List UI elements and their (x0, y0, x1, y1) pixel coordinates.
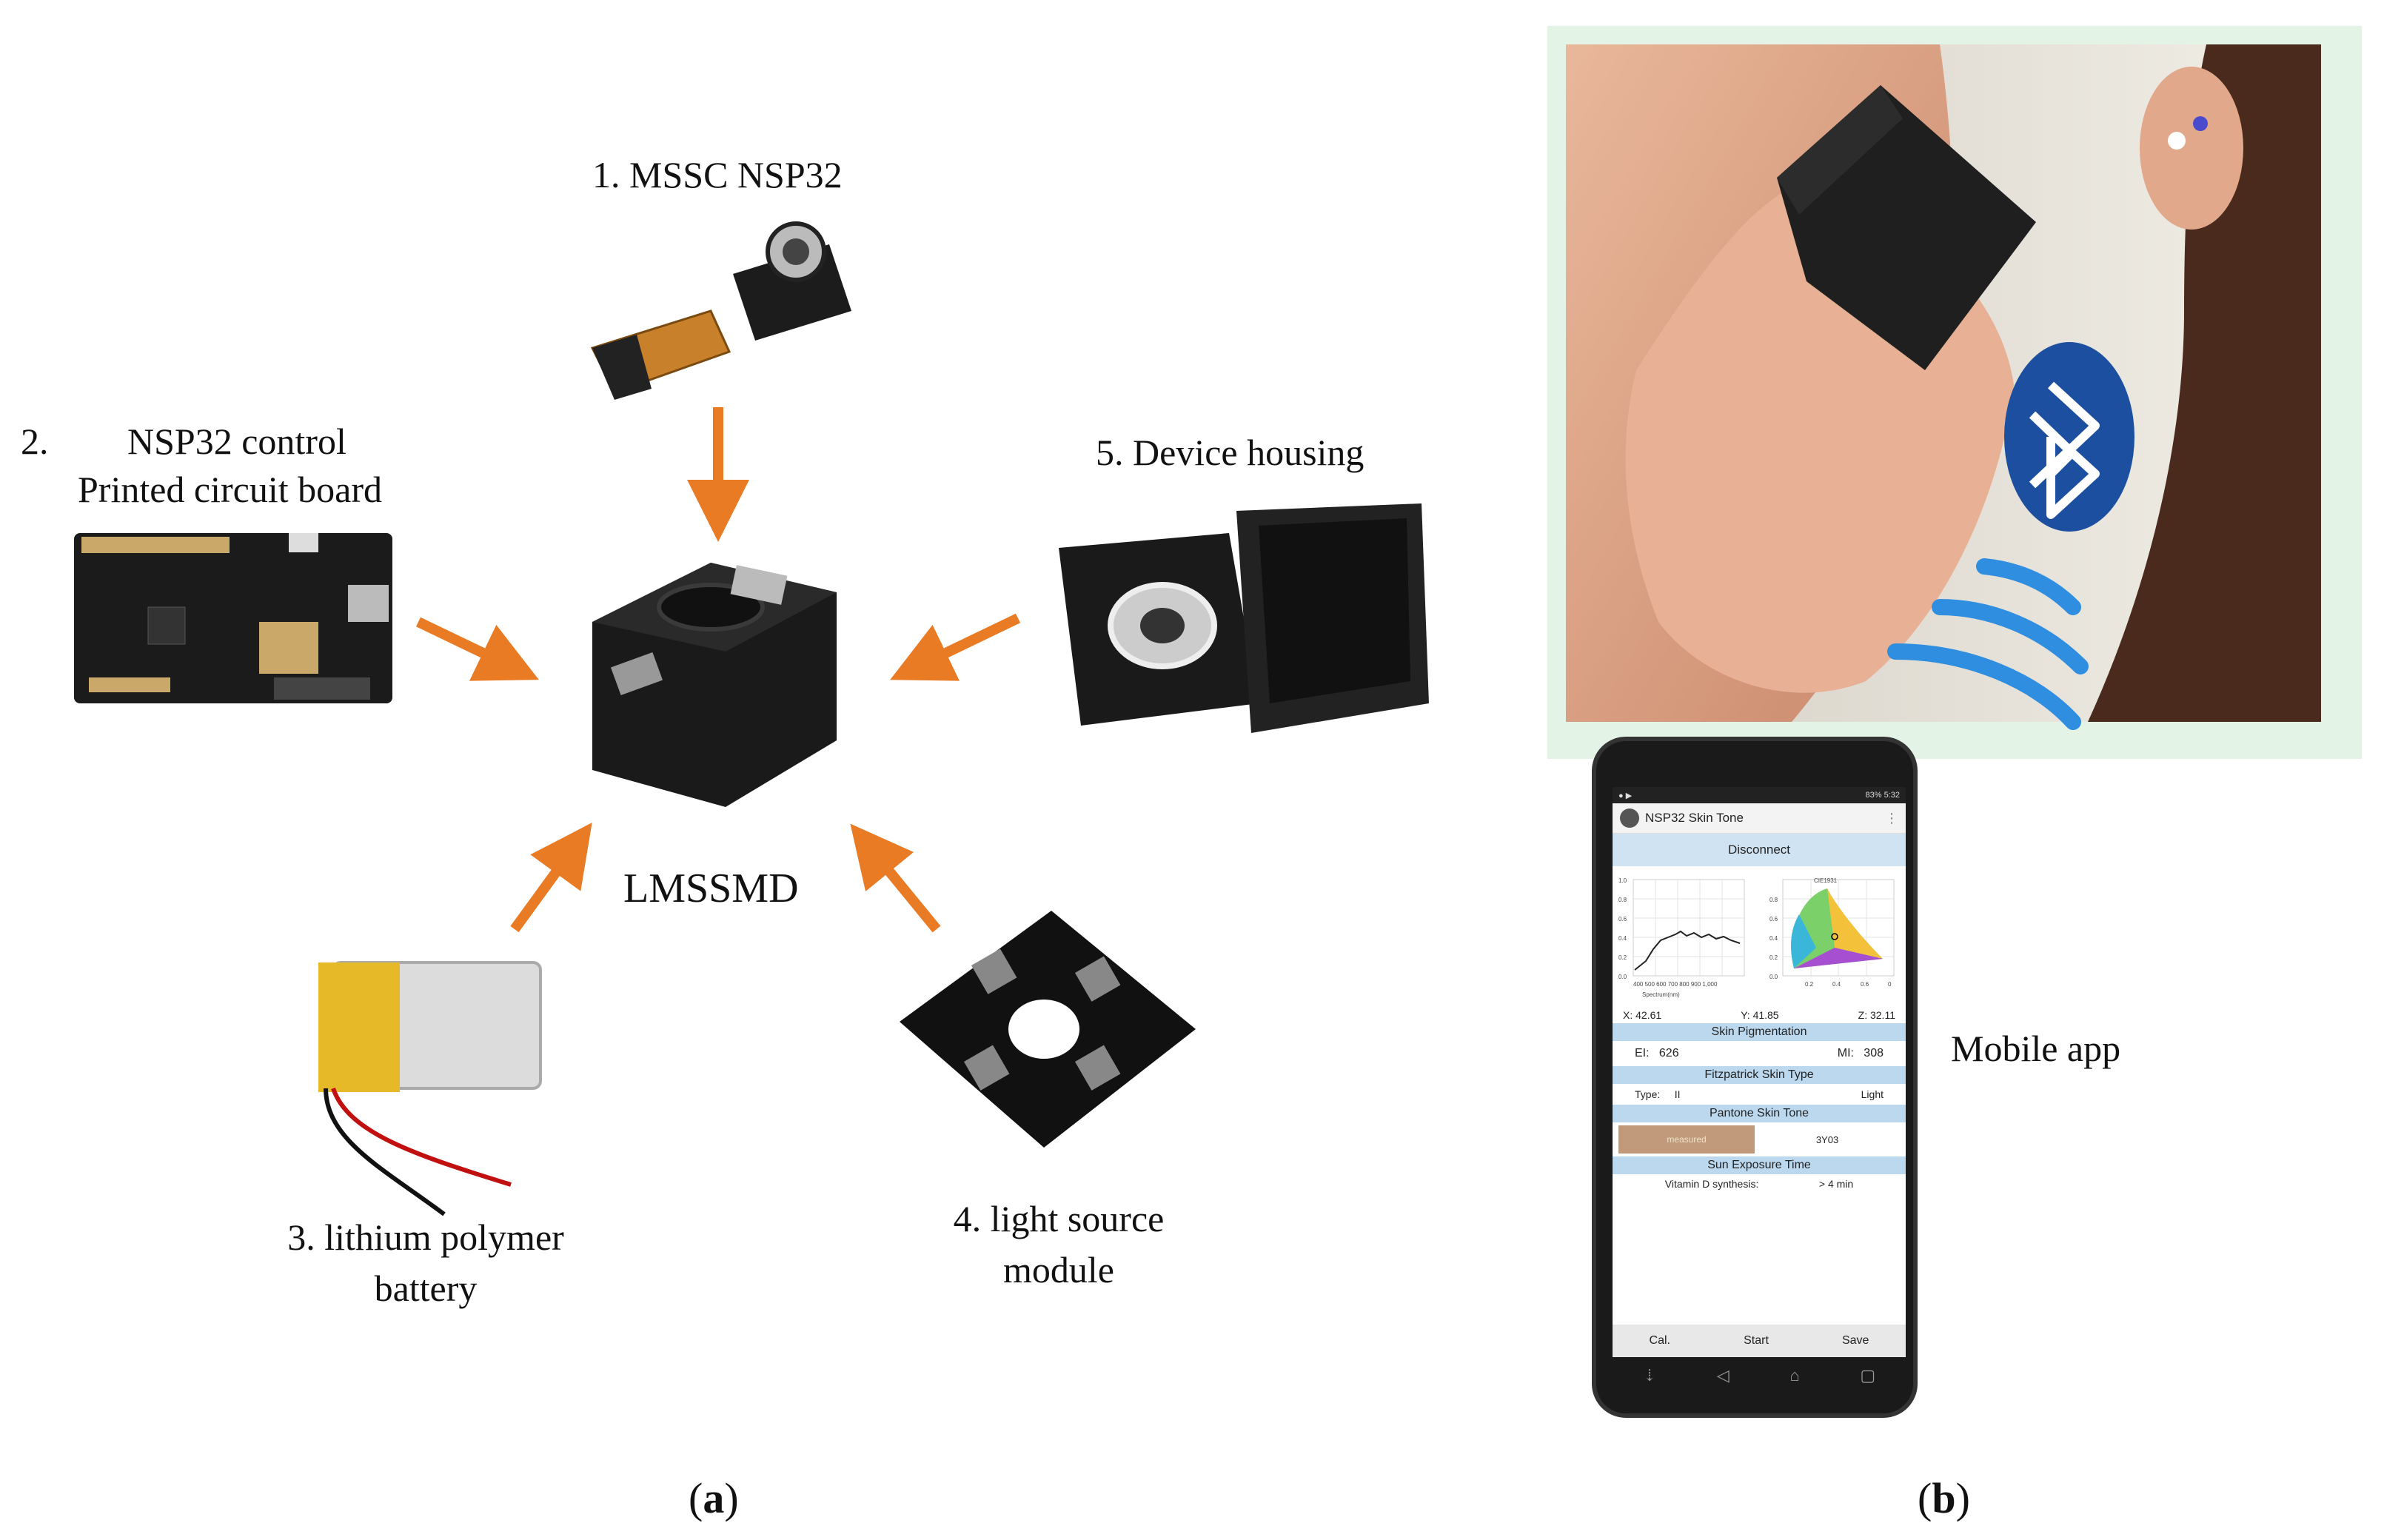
pcb-image (74, 533, 392, 703)
overflow-menu-icon[interactable]: ⋮ (1885, 810, 1898, 826)
vitamin-d-label: Vitamin D synthesis: (1664, 1178, 1759, 1190)
type-description: Light (1861, 1088, 1884, 1100)
spec-y-tick-0.6: 0.6 (1618, 916, 1627, 923)
app-screen: ● ▶ 83% 5:32 NSP32 Skin Tone ⋮ Disconnec… (1613, 787, 1906, 1357)
cie-label: CIE1931 (1814, 877, 1838, 884)
app-bar: NSP32 Skin Tone ⋮ (1613, 803, 1906, 834)
lithium-battery-image (318, 961, 542, 1216)
charts-svg: 1.0 0.8 0.6 0.4 0.2 0.0 400 500 600 700 … (1618, 877, 1895, 998)
light-source-module-image (900, 911, 1196, 1148)
cal-button[interactable]: Cal. (1649, 1334, 1670, 1347)
xyz-values: X: 42.61 Y: 41.85 Z: 32.11 (1613, 1007, 1906, 1023)
disconnect-button[interactable]: Disconnect (1613, 834, 1906, 866)
vitamin-d-value: > 4 min (1818, 1178, 1854, 1190)
x-value: X: 42.61 (1623, 1009, 1662, 1021)
label-pcb-line2: Printed circuit board (78, 469, 382, 510)
pantone-header: Pantone Skin Tone (1613, 1105, 1906, 1122)
arrow-5 (890, 613, 1021, 681)
pigmentation-row: EI: 626 MI: 308 (1613, 1041, 1906, 1066)
back-icon[interactable]: ◁ (1716, 1366, 1730, 1385)
cie-x-tick-0: 0 (1888, 981, 1892, 988)
cie-y-tick-0.0: 0.0 (1769, 974, 1778, 980)
usage-photo (1547, 26, 2362, 759)
label-light-source: 4. light source module (896, 1196, 1222, 1293)
cie-y-tick-0.8: 0.8 (1769, 897, 1778, 903)
panel-label-b: (b) (1918, 1474, 1970, 1522)
arrow-4 (850, 823, 941, 933)
label-battery-line1: 3. lithium polymer (287, 1216, 564, 1258)
arrow-2 (415, 617, 539, 681)
ei-value: EI: 626 (1635, 1047, 1679, 1059)
smartphone: ● ▶ 83% 5:32 NSP32 Skin Tone ⋮ Disconnec… (1592, 737, 1918, 1418)
app-title: NSP32 Skin Tone (1645, 811, 1744, 825)
type-value: Type: II (1635, 1088, 1681, 1100)
pantone-value: 3Y03 (1815, 1134, 1839, 1145)
pantone-row: measured 3Y03 (1613, 1122, 1906, 1156)
recents-icon[interactable]: ▢ (1860, 1366, 1876, 1385)
status-icons-left: ● ▶ (1618, 791, 1633, 800)
save-button[interactable]: Save (1841, 1334, 1869, 1347)
z-value: Z: 32.11 (1858, 1009, 1895, 1021)
cie-y-tick-0.2: 0.2 (1769, 954, 1778, 961)
home-icon[interactable]: ⌂ (1789, 1366, 1800, 1385)
spec-y-tick-0.4: 0.4 (1618, 935, 1627, 942)
label-device-housing: 5. Device housing (1096, 432, 1365, 473)
device-housing-image (1059, 503, 1429, 733)
fitzpatrick-row: Type: II Light (1613, 1084, 1906, 1105)
panel-label-a: (a) (689, 1474, 739, 1522)
spec-x-ticks: 400 500 600 700 800 900 1,000 (1633, 981, 1718, 988)
status-right: 83% 5:32 (1865, 791, 1900, 800)
label-light-source-line1: 4. light source (953, 1198, 1165, 1239)
app-logo-icon (1620, 808, 1639, 828)
label-mssc-nsp32: 1. MSSC NSP32 (592, 154, 843, 195)
cie-x-tick-0.4: 0.4 (1832, 981, 1841, 988)
status-bar: ● ▶ 83% 5:32 (1613, 787, 1906, 803)
label-pcb-number: 2. (21, 421, 49, 462)
spec-y-tick-1.0: 1.0 (1618, 877, 1627, 884)
spec-y-tick-0.0: 0.0 (1618, 974, 1627, 980)
label-lmssmd: LMSSMD (623, 866, 799, 911)
spectrum-chart: 1.0 0.8 0.6 0.4 0.2 0.0 400 500 600 700 … (1618, 877, 1745, 998)
spec-y-tick-0.2: 0.2 (1618, 954, 1627, 961)
mi-value: MI: 308 (1837, 1047, 1884, 1059)
charts-area: 1.0 0.8 0.6 0.4 0.2 0.0 400 500 600 700 … (1613, 866, 1906, 1007)
cie-y-tick-0.6: 0.6 (1769, 916, 1778, 923)
label-pcb-line1: NSP32 control (127, 421, 346, 462)
vitamin-d-row: Vitamin D synthesis: > 4 min (1613, 1174, 1906, 1194)
spec-axis-label: Spectrum(nm) (1642, 991, 1680, 998)
y-value: Y: 41.85 (1741, 1009, 1779, 1021)
start-button[interactable]: Start (1744, 1334, 1769, 1347)
skin-pigmentation-header: Skin Pigmentation (1613, 1023, 1906, 1041)
label-battery: 3. lithium polymer battery (263, 1214, 589, 1311)
spec-y-tick-0.8: 0.8 (1618, 897, 1627, 903)
cie-chart: CIE1931 0.8 0.6 0.4 0.2 0.0 0.2 0.4 0.6 … (1769, 877, 1895, 988)
lmssmd-device-image (592, 563, 837, 807)
arrow-3 (510, 823, 592, 933)
cie-y-tick-0.4: 0.4 (1769, 935, 1778, 942)
fitzpatrick-header: Fitzpatrick Skin Type (1613, 1066, 1906, 1084)
mssc-nsp32-image (590, 221, 851, 400)
android-nav-bar: ⇣ ◁ ⌂ ▢ (1613, 1357, 1906, 1394)
action-bar: Cal. Start Save (1613, 1325, 1906, 1357)
label-battery-line2: battery (374, 1267, 478, 1309)
cie-x-tick-0.2: 0.2 (1805, 981, 1814, 988)
sun-exposure-header: Sun Exposure Time (1613, 1156, 1906, 1174)
cie-x-tick-0.6: 0.6 (1861, 981, 1869, 988)
measured-swatch: measured (1618, 1125, 1755, 1154)
label-mobile-app: Mobile app (1951, 1028, 2121, 1069)
label-light-source-line2: module (1003, 1248, 1114, 1290)
nav-extra-icon[interactable]: ⇣ (1642, 1366, 1657, 1385)
